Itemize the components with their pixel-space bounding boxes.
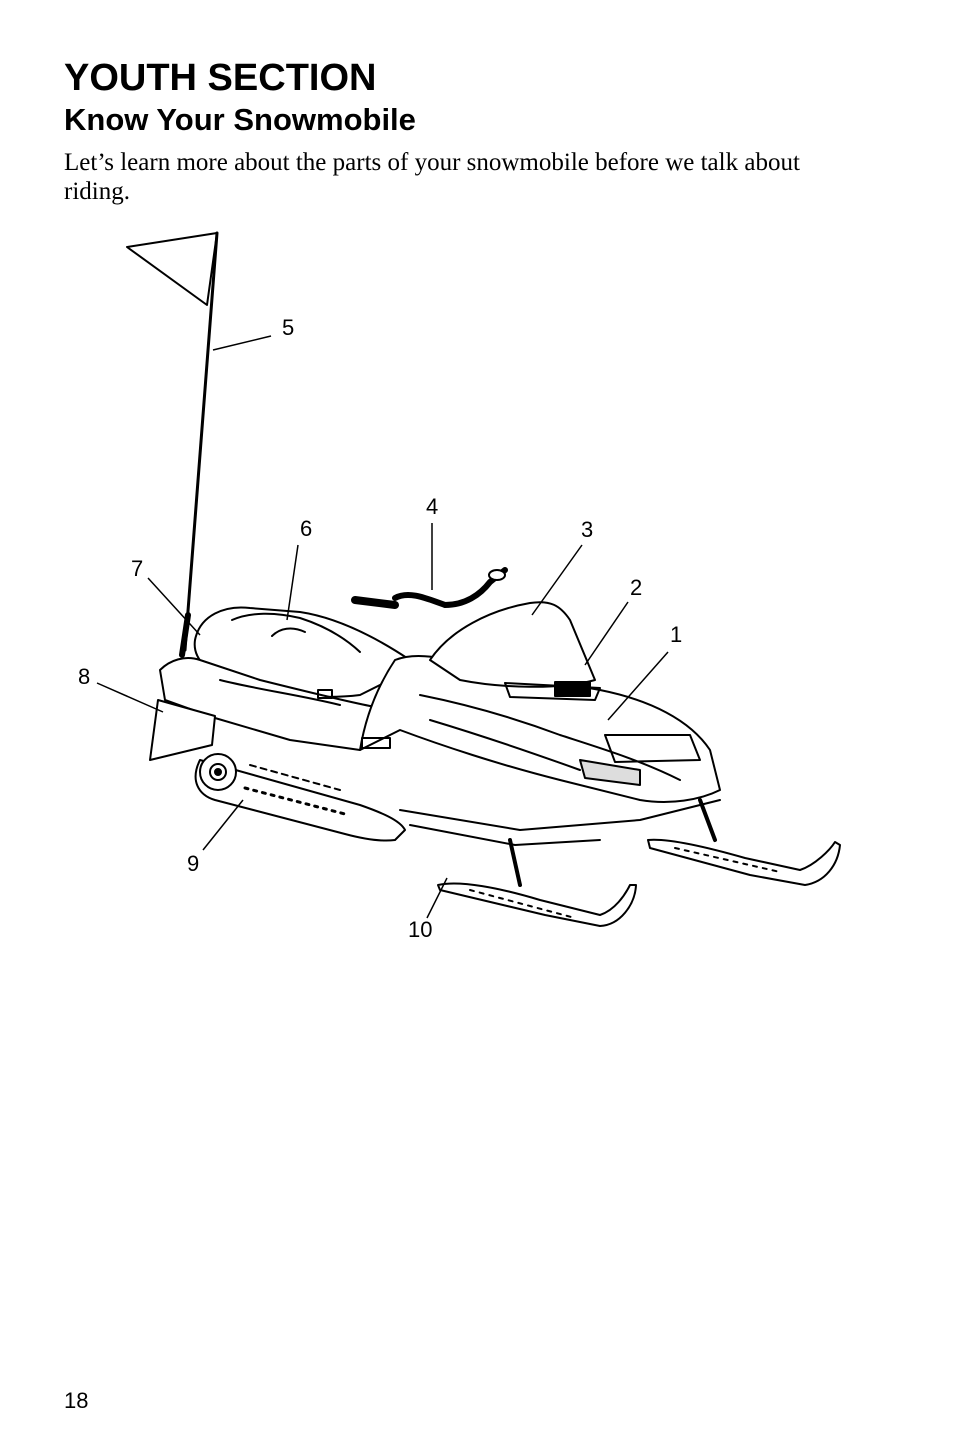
subsection-title: Know Your Snowmobile bbox=[64, 102, 416, 137]
leader-9 bbox=[202, 799, 244, 851]
leader-3 bbox=[531, 544, 583, 616]
flag-pole bbox=[126, 231, 219, 658]
callout-4: 4 bbox=[426, 494, 438, 519]
callout-7: 7 bbox=[131, 556, 143, 581]
leader-8 bbox=[96, 682, 164, 713]
snow-flap bbox=[149, 699, 216, 761]
callout-leaders bbox=[96, 335, 669, 919]
callout-6: 6 bbox=[300, 516, 312, 541]
intro-paragraph: Let’s learn more about the parts of your… bbox=[64, 149, 800, 205]
callout-2: 2 bbox=[630, 575, 642, 600]
windshield bbox=[429, 601, 601, 701]
page-number: 18 bbox=[64, 1388, 89, 1413]
leader-1 bbox=[607, 651, 669, 721]
left-ski bbox=[437, 882, 637, 927]
leader-6 bbox=[286, 544, 299, 621]
callout-labels: 1 2 3 4 5 6 7 8 9 10 bbox=[78, 315, 682, 942]
leader-5 bbox=[212, 335, 272, 351]
callout-1: 1 bbox=[670, 622, 682, 647]
snowmobile-illustration bbox=[126, 231, 841, 927]
section-title: YOUTH SECTION bbox=[64, 57, 377, 99]
leader-10 bbox=[426, 877, 448, 919]
handlebar bbox=[351, 567, 508, 609]
track-assembly bbox=[194, 753, 406, 842]
callout-8: 8 bbox=[78, 664, 90, 689]
callout-10: 10 bbox=[408, 917, 432, 942]
leader-2 bbox=[584, 601, 629, 666]
callout-5: 5 bbox=[282, 315, 294, 340]
front-suspension bbox=[399, 798, 721, 887]
callout-3: 3 bbox=[581, 517, 593, 542]
right-ski bbox=[647, 838, 841, 886]
callout-9: 9 bbox=[187, 851, 199, 876]
leader-7 bbox=[147, 577, 201, 636]
